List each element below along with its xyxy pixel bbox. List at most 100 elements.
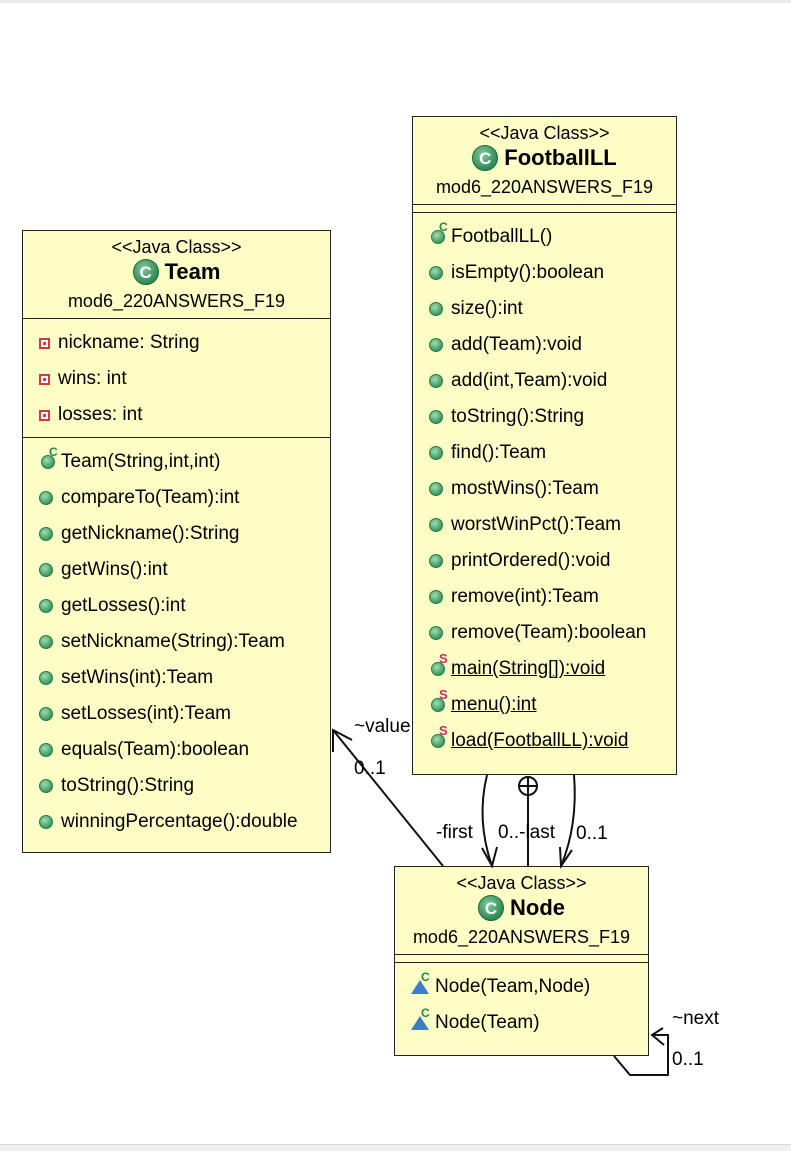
field-label: losses: int — [58, 404, 143, 425]
team-field[interactable]: wins: int — [23, 361, 330, 397]
team-class-box[interactable]: <<Java Class>> C Team mod6_220ANSWERS_F1… — [22, 230, 331, 853]
constructor-badge: C — [421, 1006, 430, 1020]
value-role-label: ~value — [354, 716, 411, 737]
first-last-multiplicity-label: 0..-last — [498, 822, 556, 843]
team-method[interactable]: setLosses(int):Team — [23, 696, 330, 732]
method-label: compareTo(Team):int — [61, 487, 240, 508]
private-field-icon — [39, 337, 50, 349]
last-arrowhead — [559, 846, 573, 869]
first-arrowhead — [481, 846, 498, 869]
footballll-class-box[interactable]: <<Java Class>> C FootballLL mod6_220ANSW… — [412, 116, 677, 775]
last-multiplicity-label: 0..1 — [576, 823, 608, 844]
node-constructor[interactable]: C Node(Team) — [395, 1005, 648, 1041]
static-method-icon: S — [429, 687, 448, 714]
footballll-method[interactable]: printOrdered():void — [413, 543, 676, 579]
team-class-title: C Team — [23, 258, 330, 286]
method-label: add(int,Team):void — [451, 370, 608, 391]
class-icon: C — [132, 259, 159, 285]
public-method-icon — [39, 599, 53, 613]
public-method-icon — [429, 626, 443, 640]
method-label: toString():String — [451, 406, 585, 427]
bottom-border — [0, 1144, 791, 1151]
footballll-stereotype: <<Java Class>> — [479, 123, 610, 143]
team-method[interactable]: winningPercentage():double — [23, 804, 330, 840]
static-badge: S — [439, 687, 448, 702]
method-label: remove(Team):boolean — [451, 622, 647, 643]
constructor-badge: C — [421, 970, 430, 984]
value-association-line — [332, 729, 444, 867]
team-method[interactable]: getWins():int — [23, 552, 330, 588]
footballll-package: mod6_220ANSWERS_F19 — [435, 177, 654, 197]
method-label: printOrdered():void — [451, 550, 611, 571]
footballll-method[interactable]: remove(Team):boolean — [413, 615, 676, 651]
field-label: wins: int — [58, 368, 127, 389]
team-method[interactable]: compareTo(Team):int — [23, 480, 330, 516]
method-label: add(Team):void — [451, 334, 582, 355]
footballll-method[interactable]: add(int,Team):void — [413, 363, 676, 399]
public-method-icon — [429, 446, 443, 460]
footballll-method[interactable]: toString():String — [413, 399, 676, 435]
value-multiplicity-label: 0..1 — [354, 758, 386, 779]
team-method[interactable]: setNickname(String):Team — [23, 624, 330, 660]
static-badge: S — [439, 723, 448, 738]
team-method[interactable]: getNickname():String — [23, 516, 330, 552]
footballll-empty-fields — [413, 205, 676, 213]
public-method-icon — [39, 491, 53, 505]
method-label: Node(Team) — [435, 1012, 540, 1033]
public-method-icon — [429, 302, 443, 316]
constructor-icon: C — [39, 445, 58, 471]
footballll-method[interactable]: find():Team — [413, 435, 676, 471]
method-label: worstWinPct():Team — [451, 514, 621, 535]
footballll-method[interactable]: size():int — [413, 291, 676, 327]
node-class-header: <<Java Class>> C Node mod6_220ANSWERS_F1… — [395, 867, 648, 955]
team-method[interactable]: getLosses():int — [23, 588, 330, 624]
public-method-icon — [39, 527, 53, 541]
footballll-class-header: <<Java Class>> C FootballLL mod6_220ANSW… — [413, 117, 676, 205]
public-method-icon — [39, 563, 53, 577]
method-label: getLosses():int — [61, 595, 186, 616]
team-stereotype: <<Java Class>> — [111, 237, 242, 257]
node-class-box[interactable]: <<Java Class>> C Node mod6_220ANSWERS_F1… — [394, 866, 649, 1056]
node-constructor[interactable]: C Node(Team,Node) — [395, 969, 648, 1005]
team-package: mod6_220ANSWERS_F19 — [67, 291, 286, 311]
footballll-method[interactable]: mostWins():Team — [413, 471, 676, 507]
footballll-class-title: C FootballLL — [413, 144, 676, 172]
public-method-icon — [429, 482, 443, 496]
package-constructor-icon: C — [411, 970, 430, 996]
team-class-header: <<Java Class>> C Team mod6_220ANSWERS_F1… — [23, 231, 330, 319]
public-method-icon — [429, 410, 443, 424]
method-label: setNickname(String):Team — [61, 631, 285, 652]
footballll-class-name: FootballLL — [504, 145, 617, 170]
method-label: FootballLL() — [451, 226, 553, 247]
method-label: Node(Team,Node) — [435, 976, 591, 997]
node-class-name: Node — [510, 895, 565, 920]
team-method[interactable]: setWins(int):Team — [23, 660, 330, 696]
private-field-icon — [39, 373, 50, 385]
method-label: find():Team — [451, 442, 547, 463]
team-field[interactable]: losses: int — [23, 397, 330, 433]
next-role-label: ~next — [672, 1008, 720, 1029]
footballll-method[interactable]: worstWinPct():Team — [413, 507, 676, 543]
team-method[interactable]: toString():String — [23, 768, 330, 804]
public-method-icon — [39, 779, 53, 793]
first-association-line — [481, 774, 493, 867]
static-method-icon: S — [429, 723, 448, 750]
team-field[interactable]: nickname: String — [23, 325, 330, 361]
value-arrowhead — [332, 728, 353, 752]
method-label: winningPercentage():double — [61, 811, 298, 832]
method-label: equals(Team):boolean — [61, 739, 250, 760]
method-label: size():int — [451, 298, 523, 319]
team-method[interactable]: equals(Team):boolean — [23, 732, 330, 768]
package-constructor-icon: C — [411, 1006, 430, 1032]
footballll-method[interactable]: remove(int):Team — [413, 579, 676, 615]
last-association-line — [560, 774, 576, 867]
footballll-method[interactable]: add(Team):void — [413, 327, 676, 363]
method-label: setLosses(int):Team — [61, 703, 232, 724]
footballll-method[interactable]: isEmpty():boolean — [413, 255, 676, 291]
